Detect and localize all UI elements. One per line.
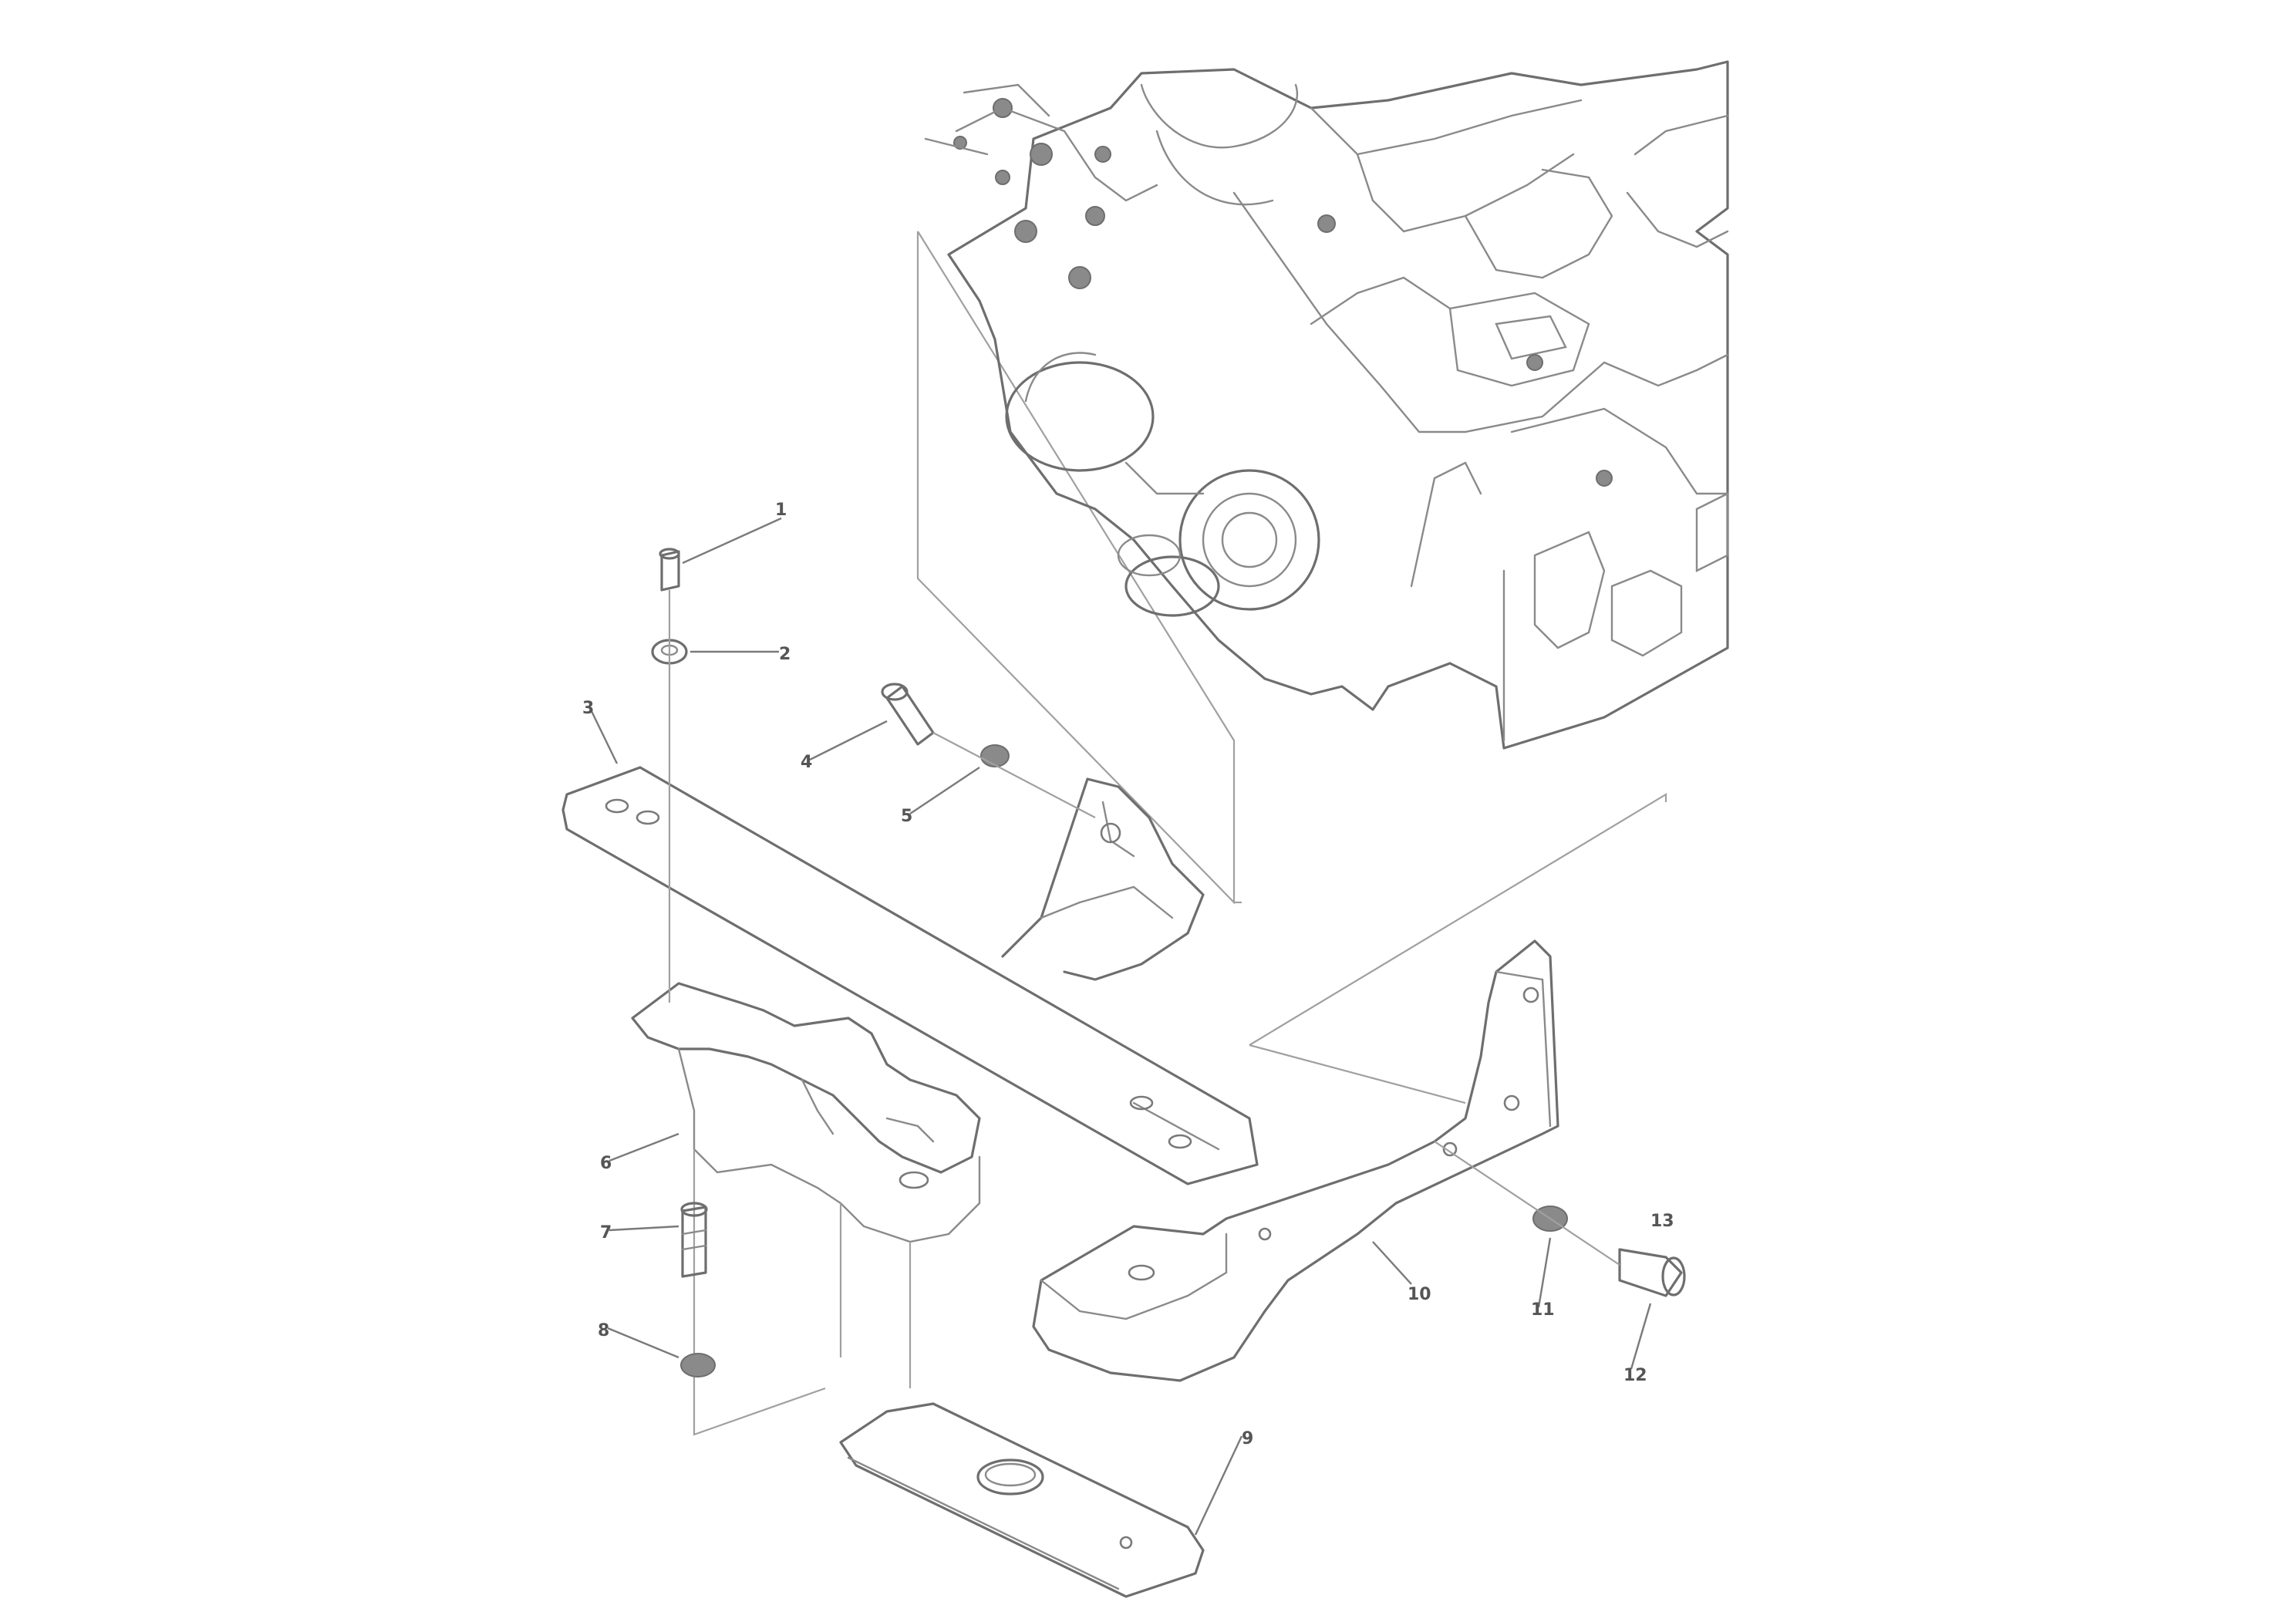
callout-label: 5	[901, 807, 912, 826]
bottom-plate	[839, 1402, 1205, 1598]
callout-label: 13	[1650, 1212, 1674, 1231]
front-bracket	[561, 766, 1259, 1185]
callout-label: 6	[600, 1154, 612, 1173]
fasteners	[651, 548, 1686, 1378]
callout-label: 2	[779, 645, 791, 664]
rear-mount	[631, 982, 981, 1436]
callouts: 1 2 3 4 5 6 7 8 9 10 11 12 13	[582, 501, 1674, 1448]
callout-label: 9	[1242, 1429, 1253, 1448]
callout-label: 12	[1623, 1366, 1647, 1385]
callout-label: 8	[598, 1321, 609, 1340]
engine-assembly	[916, 60, 1729, 905]
callout-label: 7	[600, 1223, 612, 1243]
callout-label: 11	[1531, 1300, 1555, 1320]
callout-label: 10	[1408, 1285, 1431, 1304]
side-bracket	[1032, 793, 1667, 1382]
callout-label: 1	[775, 501, 787, 520]
callout-label: 4	[801, 753, 812, 772]
callout-label: 3	[582, 699, 594, 718]
leader-lines	[588, 517, 1652, 1536]
